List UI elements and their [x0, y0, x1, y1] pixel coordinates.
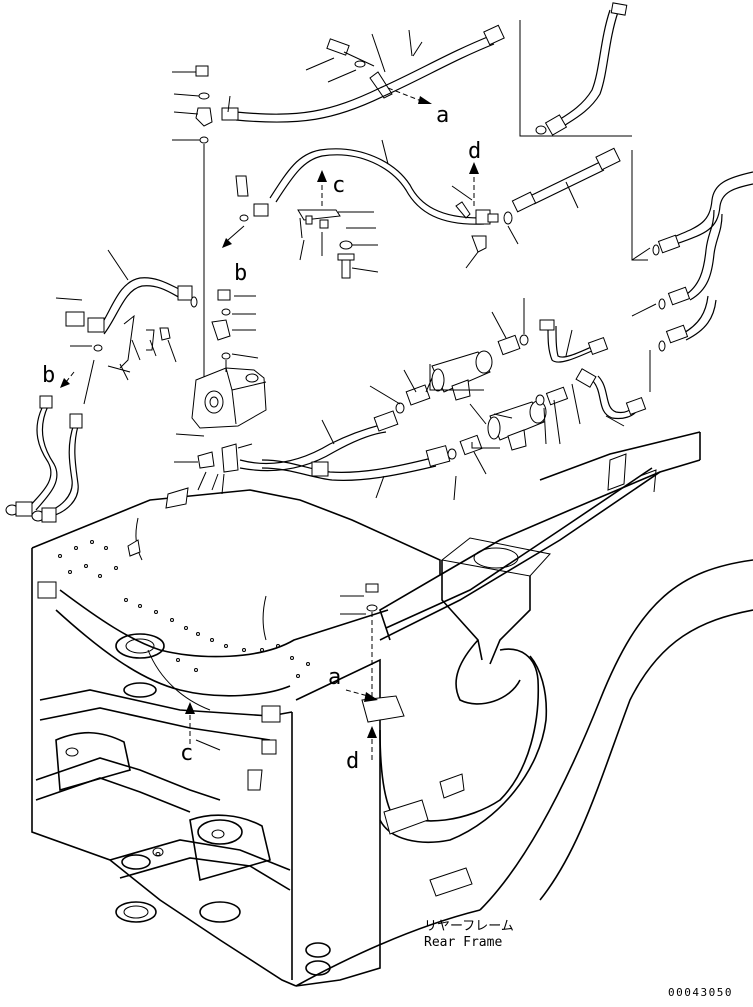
pump-unit [174, 289, 267, 495]
frame-label-japanese: リヤーフレーム [424, 919, 514, 934]
callout-c-frame: c [180, 741, 193, 766]
callout-a-upper: a [436, 103, 449, 128]
right-hose-group [511, 147, 753, 392]
filter-and-hoses [239, 298, 647, 501]
frame-holes [58, 540, 310, 678]
middle-hose-assembly [222, 139, 519, 279]
upper-hose-assembly [221, 2, 648, 261]
drawing-number: 00043050 [668, 986, 733, 999]
callout-d-upper: d [468, 139, 481, 164]
rear-frame [31, 431, 753, 987]
callout-b-mid: b [234, 261, 247, 286]
callout-b-left: b [42, 363, 55, 388]
left-hose-assembly [5, 249, 198, 523]
callout-d-frame: d [346, 749, 359, 774]
callout-letters: a d c b b a d c [42, 103, 481, 774]
callout-c-upper: c [332, 173, 345, 198]
frame-label-english: Rear Frame [424, 935, 502, 950]
fitting-stack-left [172, 65, 231, 378]
rear-frame-label: リヤーフレーム Rear Frame [424, 919, 514, 950]
callout-a-frame: a [328, 665, 341, 690]
